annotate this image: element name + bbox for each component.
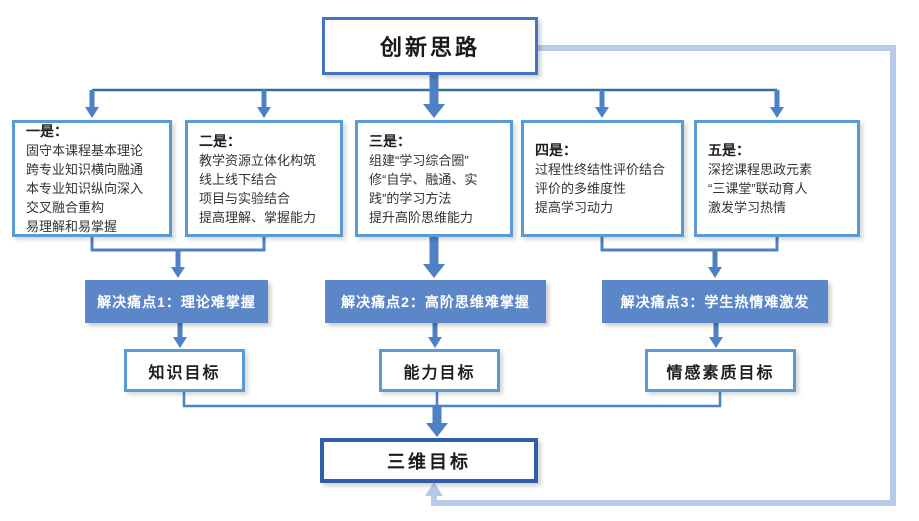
goal-knowledge-label: 知识目标 — [148, 364, 221, 382]
arrow-strategy3-to-pain2 — [423, 237, 445, 278]
strategy-4-line: 过程性终结性评价结合 — [535, 162, 666, 177]
pain-point-2-label: 解决痛点2：高阶思维难掌握 — [341, 293, 530, 310]
pain-point-3-label: 解决痛点3：学生热情难激发 — [620, 293, 810, 310]
goal-emotion-label: 情感素质目标 — [666, 364, 775, 382]
strategy-box-5: 五是： 深挖课程思政元素 “三课堂”联动育人 激发学习热情 — [694, 120, 860, 237]
title-label: 创新思路 — [379, 35, 480, 60]
strategy-2-line: 项目与实验结合 — [199, 190, 291, 206]
strategy-4-line: 提高学习动力 — [535, 200, 614, 215]
strategy-3-line: 提升高阶思维能力 — [369, 209, 474, 225]
strategy-5-heading: 五是： — [708, 142, 750, 158]
strategy-5-line: 深挖课程思政元素 — [708, 162, 813, 177]
pain-point-box-3: 解决痛点3：学生热情难激发 — [602, 280, 828, 323]
goal-box-knowledge: 知识目标 — [124, 349, 245, 392]
arrow-pain1-to-goal1 — [173, 323, 187, 348]
strategy-box-1: 一是： 固守本课程基本理论 跨专业知识横向融通 本专业知识纵向深入 交叉融合重构… — [12, 120, 172, 237]
strategy-5-line: 激发学习热情 — [708, 200, 787, 215]
strategy-2-line: 线上线下结合 — [199, 171, 278, 187]
strategy-4-heading: 四是： — [535, 142, 577, 158]
goal-box-ability: 能力目标 — [379, 349, 500, 392]
strategy-1-line: 本专业知识纵向深入 — [26, 181, 144, 196]
strategy-2-heading: 二是： — [199, 132, 241, 149]
strategy-box-2: 二是： 教学资源立体化构筑 线上线下结合 项目与实验结合 提高理解、掌握能力 — [185, 120, 343, 237]
feedback-loop-arrow — [425, 45, 896, 506]
strategy-3-line: 修“自学、融通、实 — [369, 171, 478, 187]
goal-box-emotion: 情感素质目标 — [645, 349, 796, 392]
arrow-pain3-to-goal3 — [709, 323, 723, 348]
title-box: 创新思路 — [322, 17, 538, 75]
strategy-3-line: 践”的学习方法 — [369, 190, 452, 206]
final-goal-box: 三维目标 — [320, 438, 538, 483]
arrow-rail-to-strategy1 — [85, 90, 99, 118]
merge-strategy12-to-pain1 — [90, 237, 266, 278]
strategy-1-line: 固守本课程基本理论 — [26, 143, 144, 158]
strategy-box-4: 四是： 过程性终结性评价结合 评价的多维度性 提高学习动力 — [521, 120, 684, 237]
strategy-5-line: “三课堂”联动育人 — [708, 181, 808, 196]
merge-goals-to-final — [182, 392, 722, 437]
pain-point-1-label: 解决痛点1：理论难掌握 — [97, 293, 256, 310]
strategy-1-heading: 一是： — [26, 123, 68, 139]
strategy-2-line: 提高理解、掌握能力 — [199, 209, 317, 225]
strategy-3-line: 组建“学习综合圈” — [369, 152, 469, 168]
strategy-box-3: 三是： 组建“学习综合圈” 修“自学、融通、实 践”的学习方法 提升高阶思维能力 — [355, 120, 513, 237]
arrow-title-to-strategy3 — [423, 74, 445, 118]
strategy-4-line: 评价的多维度性 — [535, 181, 627, 196]
strategy-1-line: 交叉融合重构 — [26, 200, 105, 215]
pain-point-box-2: 解决痛点2：高阶思维难掌握 — [325, 280, 546, 323]
arrow-rail-to-strategy4 — [595, 90, 609, 118]
pain-point-box-1: 解决痛点1：理论难掌握 — [85, 280, 268, 323]
strategy-2-line: 教学资源立体化构筑 — [199, 152, 317, 168]
arrow-rail-to-strategy5 — [770, 90, 784, 118]
arrow-rail-to-strategy2 — [257, 90, 271, 118]
merge-strategy45-to-pain3 — [600, 237, 779, 278]
strategy-3-heading: 三是： — [369, 132, 411, 149]
strategy-1-line: 易理解和易掌握 — [26, 219, 118, 234]
goal-ability-label: 能力目标 — [403, 364, 476, 382]
arrow-pain2-to-goal2 — [428, 323, 442, 348]
strategy-1-line: 跨专业知识横向融通 — [26, 162, 144, 177]
final-goal-label: 三维目标 — [387, 451, 471, 472]
